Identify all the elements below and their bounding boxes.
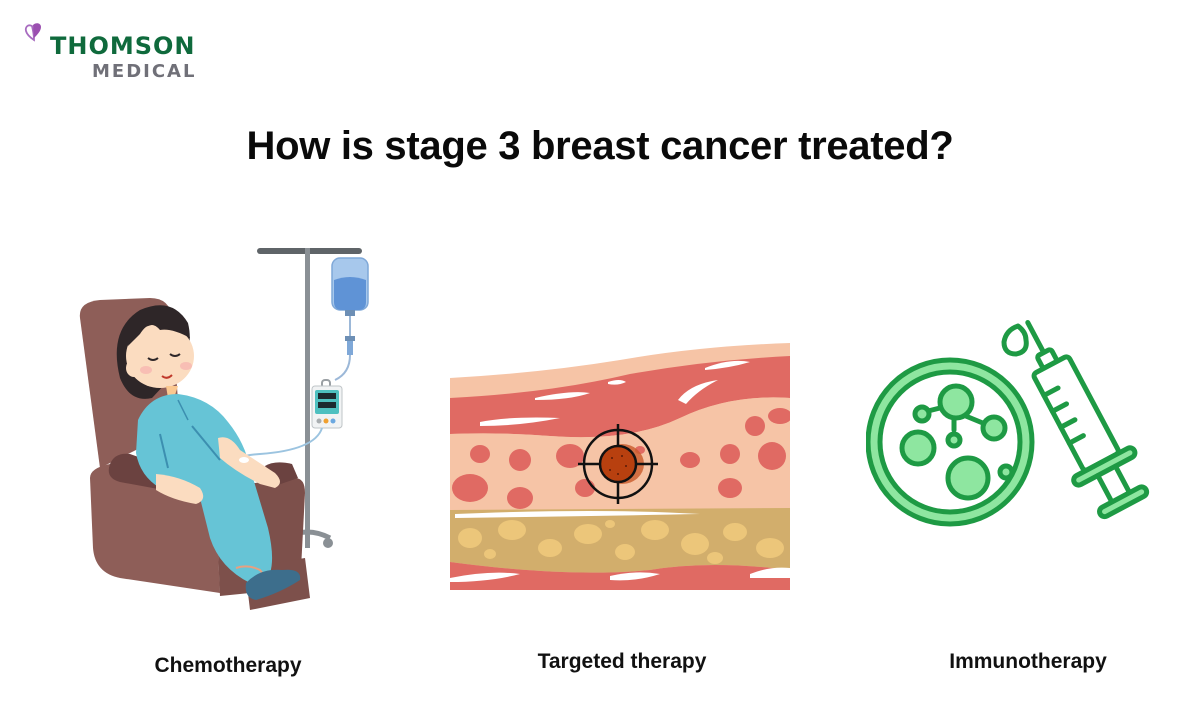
syringe-icon xyxy=(1025,320,1150,520)
brand-logo: THOMSON MEDICAL xyxy=(20,22,220,84)
page-title: How is stage 3 breast cancer treated? xyxy=(246,124,954,168)
droplet-icon xyxy=(1001,323,1029,357)
caption-immunotherapy: Immunotherapy xyxy=(949,650,1107,673)
iv-bag-icon xyxy=(331,257,369,381)
crosshair-target-icon xyxy=(578,424,658,504)
immunotherapy-illustration xyxy=(866,320,1150,527)
caption-chemotherapy: Chemotherapy xyxy=(154,654,302,677)
infusion-pump-icon xyxy=(239,379,343,459)
brand-name-top: THOMSON xyxy=(50,32,196,60)
patient-icon xyxy=(116,305,301,600)
caption-targeted-therapy: Targeted therapy xyxy=(537,650,707,673)
petri-dish-icon xyxy=(866,357,1035,527)
targeted-therapy-illustration xyxy=(450,343,790,590)
chemotherapy-illustration xyxy=(79,248,369,610)
butterfly-icon xyxy=(24,23,41,42)
brand-name-bottom: MEDICAL xyxy=(92,61,197,82)
